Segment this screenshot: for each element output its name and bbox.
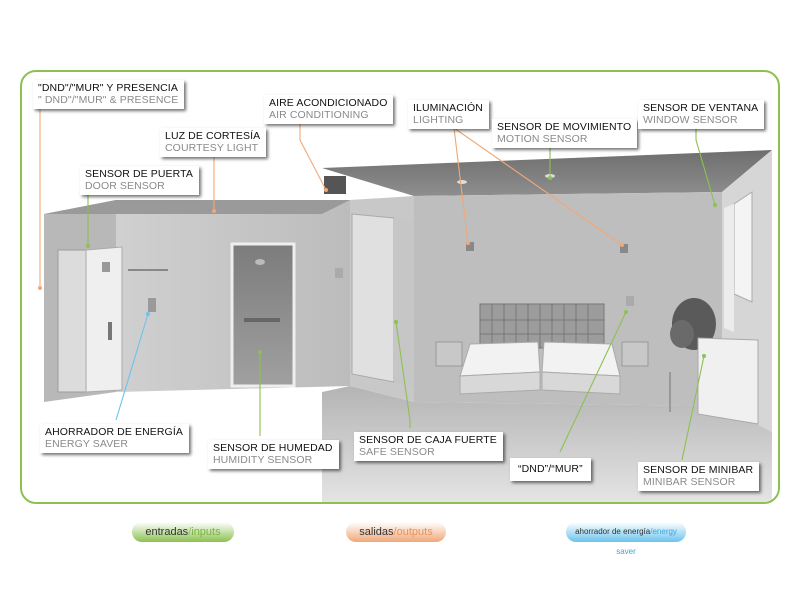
legend-inputs-sep: /	[188, 526, 192, 538]
label-window-sensor: SENSOR DE VENTANA WINDOW SENSOR	[638, 100, 765, 129]
legend-outputs: salidas/outputs	[346, 522, 446, 542]
legend-energy-saver: ahorrador de energía/energy saver	[566, 522, 686, 556]
label-door-sensor-es: SENSOR DE PUERTA	[85, 168, 193, 180]
label-safe-sensor-en: SAFE SENSOR	[359, 446, 435, 458]
label-humidity-sensor-en: HUMIDITY SENSOR	[213, 454, 313, 466]
leader-air-conditioning-dot	[324, 188, 328, 192]
label-energy-saver-en: ENERGY SAVER	[45, 438, 129, 450]
leader-window-sensor-dot	[713, 203, 717, 207]
leader-lighting-1-dot	[466, 241, 470, 245]
legend-inputs-es: entradas	[145, 526, 189, 538]
leader-energy-saver-dot	[146, 312, 150, 316]
label-safe-sensor: SENSOR DE CAJA FUERTE SAFE SENSOR	[354, 432, 503, 461]
label-courtesy-light: LUZ DE CORTESÍA COURTESY LIGHT	[160, 128, 267, 157]
label-courtesy-light-en: COURTESY LIGHT	[165, 142, 259, 154]
label-minibar-sensor-en: MINIBAR SENSOR	[643, 476, 736, 488]
label-minibar-sensor-es: SENSOR DE MINIBAR	[643, 464, 754, 476]
leader-dnd-presence-dot	[38, 286, 42, 290]
leader-safe-sensor	[395, 321, 411, 428]
label-motion-sensor-en: MOTION SENSOR	[497, 133, 588, 145]
label-dnd-mur: “DND”/“MUR”	[510, 458, 591, 481]
label-courtesy-light-es: LUZ DE CORTESÍA	[165, 130, 261, 142]
leader-minibar-sensor	[681, 355, 705, 461]
label-window-sensor-es: SENSOR DE VENTANA	[643, 102, 759, 114]
label-dnd-presence-en: " DND"/"MUR" & PRESENCE	[38, 94, 179, 106]
label-energy-saver: AHORRADOR DE ENERGÍA ENERGY SAVER	[40, 424, 189, 453]
legend-energy-es: ahorrador de energía	[575, 527, 651, 536]
leader-door-sensor-dot	[86, 244, 90, 248]
label-safe-sensor-es: SENSOR DE CAJA FUERTE	[359, 434, 497, 446]
label-humidity-sensor: SENSOR DE HUMEDAD HUMIDITY SENSOR	[208, 440, 339, 469]
label-air-conditioning-es: AIRE ACONDICIONADO	[269, 97, 388, 109]
leader-lighting-2	[453, 127, 623, 246]
leader-lighting-1	[453, 127, 469, 244]
leader-energy-saver	[115, 313, 149, 421]
label-lighting: ILUMINACIÓN LIGHTING	[408, 100, 489, 129]
leader-minibar-sensor-dot	[702, 354, 706, 358]
leader-courtesy-light-dot	[212, 209, 216, 213]
label-dnd-presence: "DND"/"MUR" Y PRESENCIA " DND"/"MUR" & P…	[33, 80, 185, 109]
label-motion-sensor: SENSOR DE MOVIMIENTO MOTION SENSOR	[492, 119, 638, 148]
label-air-conditioning: AIRE ACONDICIONADO AIR CONDITIONING	[264, 95, 394, 124]
legend-outputs-es: salidas	[359, 526, 394, 538]
legend-inputs: entradas/inputs	[132, 522, 234, 542]
label-minibar-sensor: SENSOR DE MINIBAR MINIBAR SENSOR	[638, 462, 760, 491]
label-energy-saver-es: AHORRADOR DE ENERGÍA	[45, 426, 183, 438]
label-lighting-es: ILUMINACIÓN	[413, 102, 483, 114]
entrance-section	[44, 200, 350, 402]
label-dnd-presence-es: "DND"/"MUR" Y PRESENCIA	[38, 82, 178, 94]
bedroom-section	[322, 150, 772, 502]
leader-air-conditioning	[299, 124, 327, 191]
label-window-sensor-en: WINDOW SENSOR	[643, 114, 738, 126]
leader-window-sensor	[695, 128, 716, 206]
leader-dnd-mur-dot	[624, 310, 628, 314]
leader-dnd-mur	[559, 311, 627, 453]
label-air-conditioning-en: AIR CONDITIONING	[269, 109, 369, 121]
label-lighting-en: LIGHTING	[413, 114, 464, 126]
label-door-sensor: SENSOR DE PUERTA DOOR SENSOR	[80, 166, 199, 195]
legend-energy-en: energy saver	[616, 527, 677, 556]
label-dnd-mur-es: “DND”/“MUR”	[518, 463, 583, 475]
label-humidity-sensor-es: SENSOR DE HUMEDAD	[213, 442, 333, 454]
leader-motion-sensor-dot	[548, 176, 552, 180]
legend-outputs-en: outputs	[396, 526, 433, 538]
legend-outputs-sep: /	[393, 526, 397, 538]
leader-humidity-sensor-dot	[258, 350, 262, 354]
leader-safe-sensor-dot	[394, 320, 398, 324]
hotel-room-illustration	[44, 150, 772, 502]
label-motion-sensor-es: SENSOR DE MOVIMIENTO	[497, 121, 632, 133]
legend-inputs-en: inputs	[191, 526, 221, 538]
leader-lighting-2-dot	[620, 243, 624, 247]
legend-energy-sep: /	[650, 527, 653, 536]
label-door-sensor-en: DOOR SENSOR	[85, 180, 165, 192]
